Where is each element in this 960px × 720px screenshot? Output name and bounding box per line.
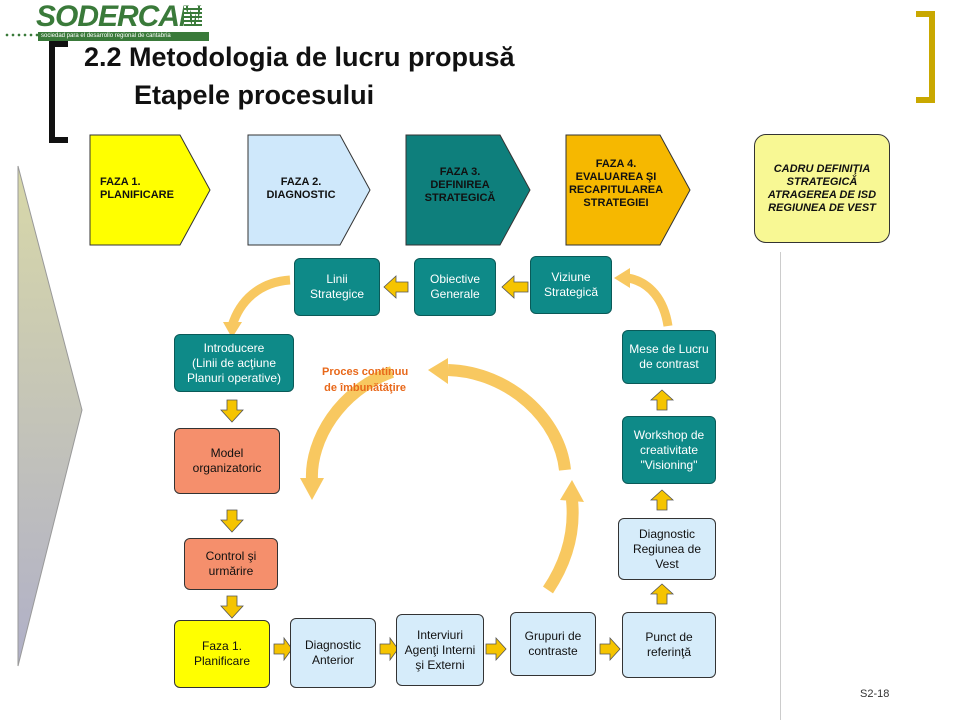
arrow-right-1 (273, 636, 293, 662)
arrow-right-3 (485, 636, 507, 662)
logo: SODERCAN (36, 0, 201, 33)
arrow-up-1 (649, 389, 675, 411)
cycle-arrowhead-right (560, 480, 584, 502)
arrow-down-2 (220, 509, 244, 533)
page-title: 2.2 Metodologia de lucru propusă (84, 42, 515, 72)
arrow-up-3 (649, 583, 675, 605)
cycle-arc-right (542, 499, 579, 594)
arrow-down-3 (220, 595, 244, 619)
box-introducere: Introducere (Linii de acţiune Planuri op… (174, 334, 294, 392)
cycle-arc-top (447, 364, 571, 471)
cadru-box: CADRU DEFINIŢIA STRATEGICĂ ATRAGEREA DE … (754, 134, 890, 243)
phase-3-shape (405, 134, 531, 246)
arrow-left-1 (383, 275, 409, 299)
box-interviuri: Interviuri Agenţi Interni şi Externi (396, 614, 484, 686)
cycle-label: Proces continuu de îmbunătăţire (322, 366, 409, 394)
arrow-right-2 (379, 636, 399, 662)
box-obiective-generale: Obiective Generale (414, 258, 496, 316)
arrow-left-2 (501, 275, 529, 299)
box-workshop: Workshop de creativitate "Visioning" (622, 416, 716, 484)
cycle-arc-left (305, 366, 395, 481)
curve-arrowhead-left (223, 322, 242, 338)
cycle-arrowhead-left (300, 478, 324, 500)
logo-dots (4, 32, 38, 38)
box-diagnostic-anterior: Diagnostic Anterior (290, 618, 376, 688)
phase-2-shape (247, 134, 371, 246)
box-model-organizatoric: Model organizatoric (174, 428, 280, 494)
arrow-down-1 (220, 399, 244, 423)
divider-line (780, 252, 781, 720)
arrow-right-4 (599, 636, 621, 662)
phase-1-label: FAZA 1. PLANIFICARE (100, 176, 174, 201)
side-wedge (17, 165, 83, 667)
box-diagnostic-vest: Diagnostic Regiunea de Vest (618, 518, 716, 580)
left-bracket-icon (49, 41, 68, 143)
logo-grid-icon (184, 6, 202, 26)
logo-tagline: sociedad para el desarrollo regional de … (38, 32, 209, 41)
curve-mese-to-viziune (626, 273, 673, 327)
phase-4-shape (565, 134, 691, 246)
phase-2-label: FAZA 2. DIAGNOSTIC (266, 176, 336, 201)
box-mese-de-lucru: Mese de Lucru de contrast (622, 330, 716, 384)
arrow-up-2 (649, 489, 675, 511)
phase-3-label: FAZA 3. DEFINIREA STRATEGICĂ (424, 166, 496, 204)
box-viziune-strategica: Viziune Strategică (530, 256, 612, 314)
box-faza1-planificare: Faza 1. Planificare (174, 620, 270, 688)
box-punct-referinta: Punct de referinţă (622, 612, 716, 678)
slide-number: S2-18 (860, 688, 890, 700)
box-grupuri-contraste: Grupuri de contraste (510, 612, 596, 676)
page-subtitle: Etapele procesului (134, 80, 375, 110)
phase-1-shape (89, 134, 211, 246)
box-linii-strategice: Linii Strategice (294, 258, 380, 316)
phase-4-label: FAZA 4. EVALUAREA ŞI RECAPITULAREA STRAT… (568, 158, 664, 209)
curve-arrowhead-right (614, 268, 630, 288)
box-control-urmarire: Control şi urmărire (184, 538, 278, 590)
right-bracket-icon (916, 11, 935, 103)
cycle-arrowhead-top (428, 358, 448, 384)
curve-linii-to-introducere (227, 275, 291, 328)
